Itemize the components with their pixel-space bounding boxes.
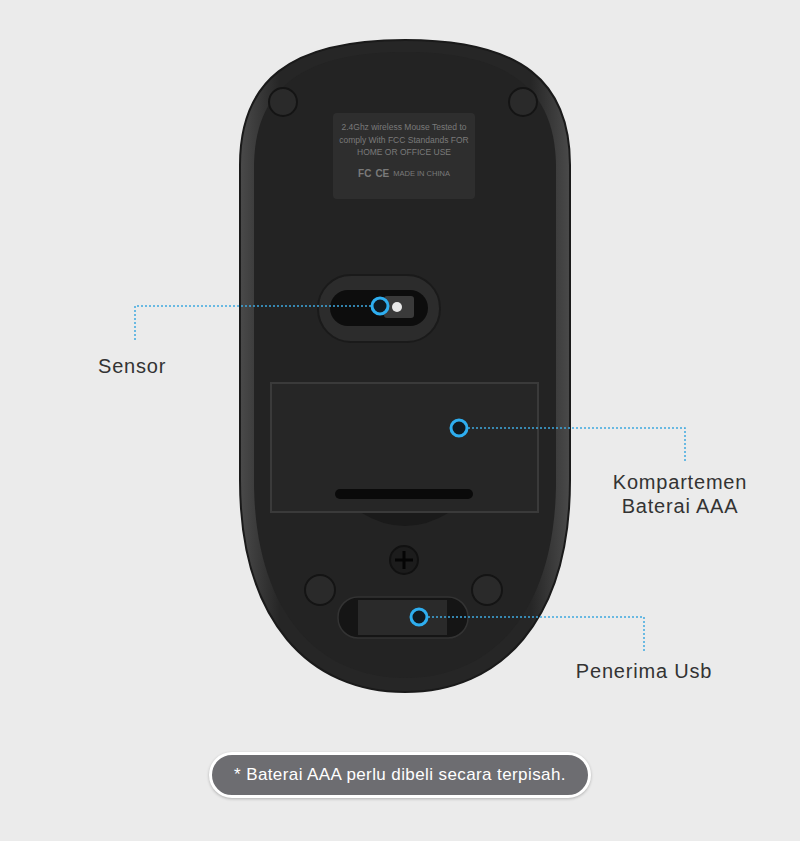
note-pill: * Baterai AAA perlu dibeli secara terpis…	[209, 752, 591, 798]
part-label: Kompartemen Baterai AAA	[595, 470, 765, 518]
certification-mark: FC	[358, 168, 371, 181]
callout-markers	[372, 298, 467, 625]
mouse-base	[254, 52, 556, 678]
certification-mark: CE	[375, 168, 389, 181]
product-sticker: 2.4Ghz wireless Mouse Tested to comply W…	[333, 113, 475, 199]
mouse-shell	[240, 40, 570, 692]
part-label: Sensor	[98, 354, 218, 378]
sensor-window	[318, 275, 440, 342]
note-text: * Baterai AAA perlu dibeli secara terpis…	[234, 764, 566, 786]
part-label: Penerima Usb	[549, 659, 739, 683]
sticker-text: 2.4Ghz wireless Mouse Tested to comply W…	[339, 121, 469, 159]
certification-row: FC CE MADE IN CHINA	[339, 168, 469, 181]
origin-text: MADE IN CHINA	[393, 168, 450, 181]
screw	[390, 546, 418, 574]
mouse-feet	[269, 88, 537, 605]
leader-lines	[135, 306, 685, 652]
battery-cover	[271, 383, 538, 526]
